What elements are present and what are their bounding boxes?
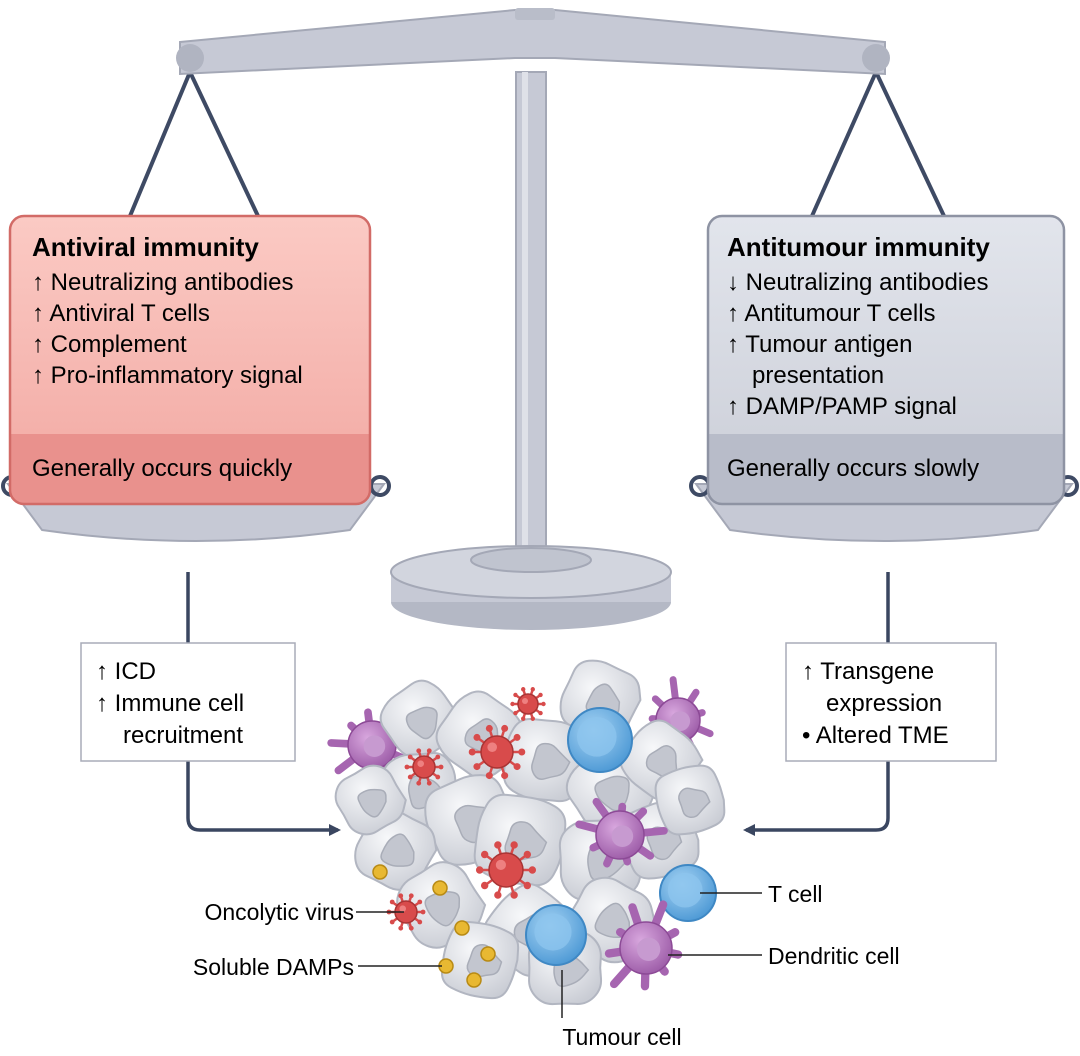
antitumour-item: ↑ DAMP/PAMP signal [727,393,957,420]
transgene-box: ↑ Transgene expression • Altered TME [785,642,997,762]
label-soluble-damps: Soluble DAMPs [193,954,354,980]
tumour-cluster [327,659,726,1006]
t-cell [567,707,633,773]
tumour-cell [334,764,407,836]
t-cell [659,864,717,922]
tumour-cell [440,920,520,1000]
transgene-line: ↑ Transgene [802,658,934,685]
beam-cap [515,8,555,20]
antiviral-panel: Antiviral immunity ↑ Neutralizing antibo… [8,214,372,506]
antitumour-item: ↓ Neutralizing antibodies [727,269,988,296]
right-pivot [862,44,890,72]
icd-box: ↑ ICD ↑ Immune cell recruitment [80,642,296,762]
antitumour-title: Antitumour immunity [727,232,990,262]
soluble-damp [480,946,496,962]
soluble-damp [372,864,388,880]
label-oncolytic-virus: Oncolytic virus [204,899,354,925]
transgene-line: expression [826,690,942,717]
oncolytic-virus-particle [475,841,537,899]
transgene-line: • Altered TME [802,722,949,749]
tumour-cell [654,764,726,836]
dendritic-cell [604,900,683,991]
soluble-damp [432,880,448,896]
antitumour-item: ↑ Antitumour T cells [727,300,936,327]
antitumour-item: ↑ Tumour antigen [727,331,912,358]
oncolytic-virus-particle [468,724,526,780]
scale [1,8,1079,630]
label-t-cell: T cell [768,881,823,907]
antitumour-footer: Generally occurs slowly [727,455,979,482]
soluble-damp [454,920,470,936]
icd-line: ↑ ICD [96,658,156,685]
leader-lines [356,892,762,1018]
antitumour-panel: Antitumour immunity ↓ Neutralizing antib… [706,214,1066,506]
dendritic-cell [575,797,668,868]
soluble-damp [466,972,482,988]
icd-line: recruitment [123,722,243,749]
oncolytic-virus-particle [510,687,546,721]
left-pivot [176,44,204,72]
scale-base [390,545,672,630]
antiviral-item: ↑ Neutralizing antibodies [32,269,293,296]
oncolytic-virus-particle [404,748,444,786]
scale-strings [128,71,946,217]
right-arrow [743,572,890,836]
antiviral-item: ↑ Antiviral T cells [32,300,210,327]
antitumour-item: presentation [752,362,884,389]
label-tumour-cell: Tumour cell [562,1024,681,1050]
icd-line: ↑ Immune cell [96,690,244,717]
label-dendritic-cell: Dendritic cell [768,943,900,969]
antiviral-title: Antiviral immunity [32,232,259,262]
antiviral-item: ↑ Complement [32,331,187,358]
antiviral-footer: Generally occurs quickly [32,455,292,482]
antiviral-item: ↑ Pro-inflammatory signal [32,362,303,389]
left-arrow [186,572,341,836]
scale-pillar [515,71,547,559]
t-cell [525,904,587,966]
